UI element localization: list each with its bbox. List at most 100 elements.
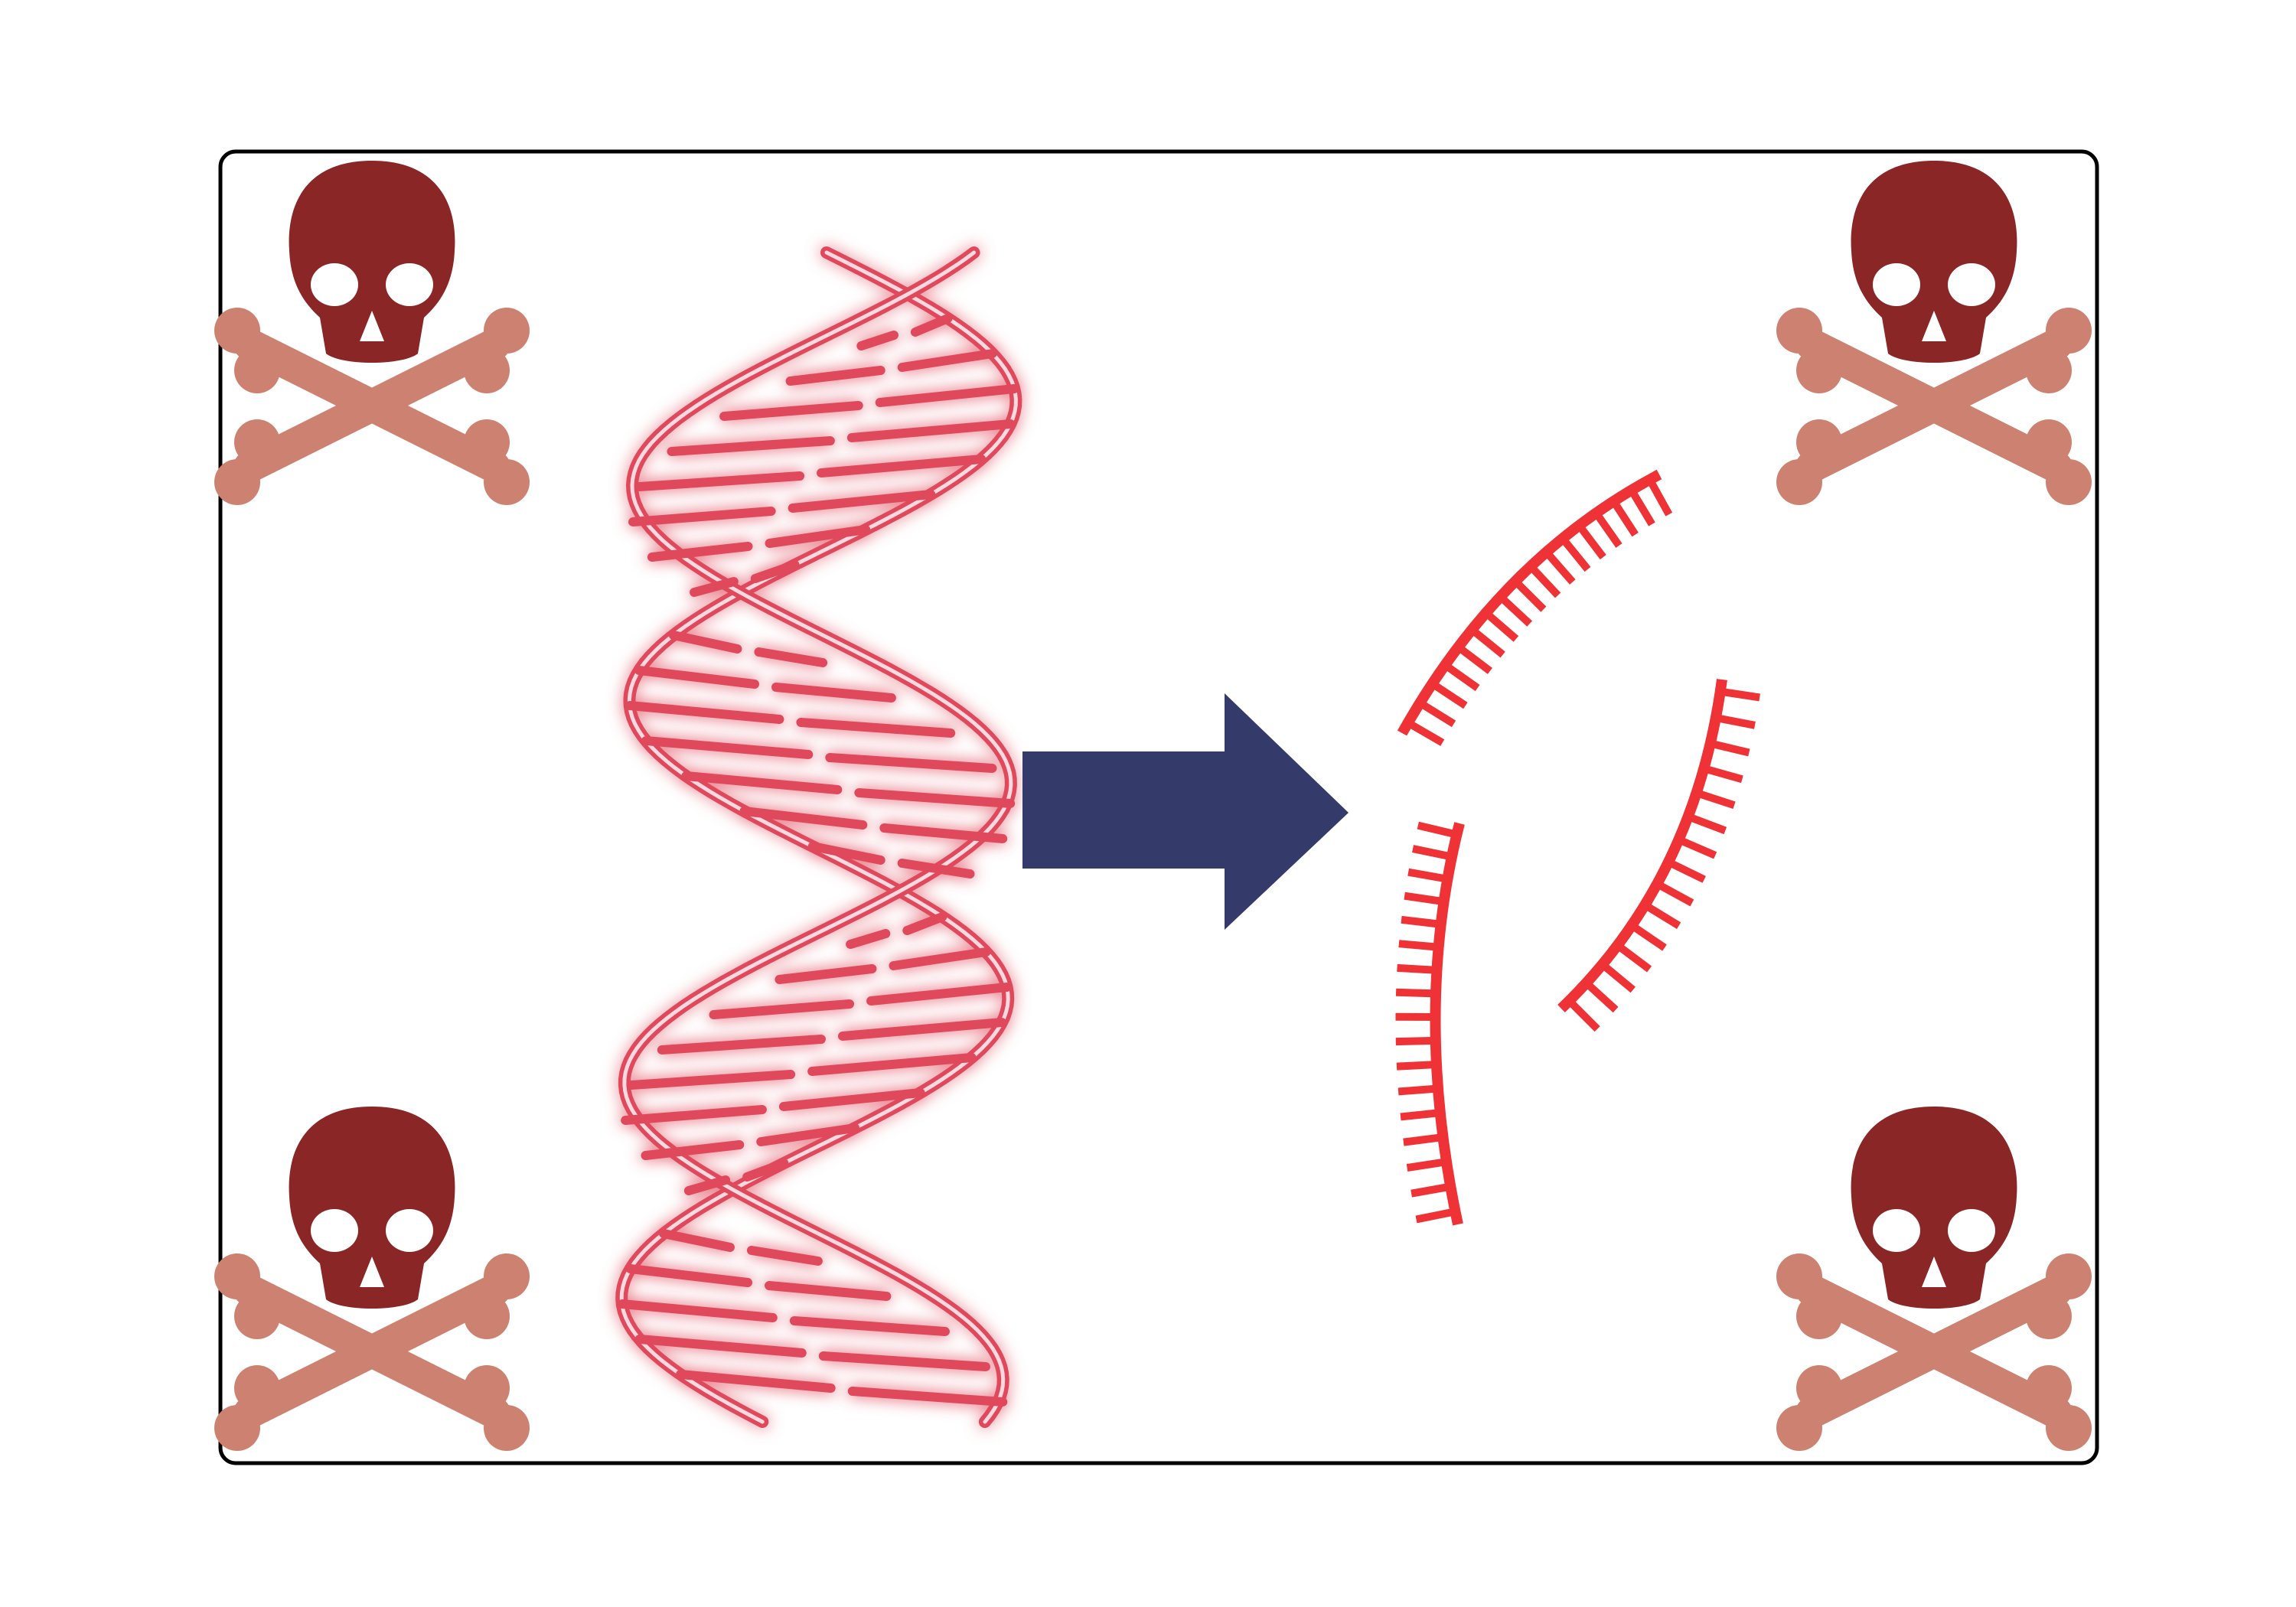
fragment-base — [1417, 821, 1458, 839]
fragment-base — [1400, 1109, 1441, 1121]
helix-base-pair — [788, 490, 936, 513]
fragment-base — [1600, 961, 1636, 993]
fragment-base — [1642, 901, 1681, 929]
fragment-base — [1407, 868, 1449, 883]
helix-base-pair — [625, 1264, 753, 1287]
fragment-base — [1398, 940, 1440, 951]
fragment-base — [1397, 1084, 1439, 1096]
fragment-base — [1406, 719, 1445, 746]
helix-base-pair — [626, 1070, 796, 1090]
helix-base-pair — [817, 455, 987, 478]
helix-base-pair — [796, 718, 956, 738]
helix-base-pair — [765, 525, 871, 548]
fragment-base — [1646, 478, 1673, 517]
fragment-base — [1396, 1061, 1437, 1071]
fragment-base — [1655, 880, 1694, 907]
helix-base-pair — [807, 1053, 977, 1076]
fragment-base — [1498, 594, 1533, 627]
helix-base-pair — [825, 753, 997, 773]
helix-base-pair — [897, 859, 975, 878]
helix-base-pair — [625, 701, 784, 724]
fragment-base — [1583, 980, 1619, 1013]
strand-fragment-icon — [1395, 821, 1465, 1226]
helix-base-pair — [854, 788, 1016, 808]
helix-base-pair — [785, 366, 885, 386]
fragment-base — [1576, 523, 1606, 560]
helix-base-pair — [739, 807, 868, 830]
helix-base-pair — [875, 384, 1019, 407]
helix-base-pair — [659, 1229, 735, 1252]
helix-base-pair — [641, 736, 814, 759]
fragment-base — [1628, 487, 1655, 526]
fragment-base — [1404, 892, 1445, 906]
fragment-base — [1411, 1182, 1452, 1198]
helix-base-pair — [807, 842, 885, 865]
helix-base-pair — [719, 401, 863, 421]
helix-base-pair — [846, 929, 891, 949]
fragment-base — [1709, 739, 1750, 757]
helix-base-pair — [746, 1246, 823, 1266]
fragment-base — [1695, 789, 1736, 810]
helix-base-pair — [837, 1018, 1007, 1041]
helix-base-pair — [902, 912, 947, 935]
helix-base-pair — [778, 1088, 925, 1111]
helix-base-pair — [621, 1105, 767, 1125]
helix-base-pair — [846, 419, 1016, 442]
fragment-base — [1512, 578, 1547, 612]
fragment-base — [1406, 1158, 1447, 1172]
helix-base-pair — [818, 1351, 990, 1371]
helix-base-pair — [634, 666, 759, 689]
fragment-base — [1456, 644, 1492, 674]
helix-base-pair — [667, 436, 835, 456]
helix-base-pair — [856, 331, 899, 350]
helix-base-pair — [634, 1335, 807, 1358]
fragment-base — [1714, 714, 1756, 729]
fragment-base — [1610, 499, 1639, 537]
helix-base-pair — [889, 947, 991, 970]
helix-base-pair — [847, 1387, 1008, 1407]
strand-fragment-icon — [1557, 679, 1760, 1032]
fragment-base — [1483, 610, 1519, 642]
fragment-base — [1417, 699, 1456, 728]
fragment-base — [1543, 549, 1576, 585]
fragment-base — [1397, 963, 1437, 974]
helix-base-pair — [771, 683, 896, 702]
helix-base-pair — [866, 983, 1012, 1006]
fragment-base — [1629, 922, 1667, 951]
fragment-base — [1403, 1133, 1444, 1146]
helix-base-pair — [879, 823, 1008, 843]
fragment-base — [1412, 845, 1453, 861]
strand-fragments — [1395, 469, 1760, 1226]
fragment-base — [1443, 661, 1480, 692]
fragment-backbone — [1557, 679, 1727, 1013]
fragment-base — [1395, 988, 1437, 998]
fragment-base — [1593, 510, 1623, 548]
fragment-base — [1686, 813, 1727, 835]
fragment-base — [1401, 915, 1442, 928]
helix-base-pair — [897, 349, 997, 372]
fragment-base — [1666, 859, 1706, 883]
fragment-base — [1415, 1208, 1456, 1224]
helix-base-pair — [756, 1123, 860, 1146]
helix-base-pair — [647, 542, 753, 562]
fragment-base — [1566, 998, 1600, 1032]
helix-base-pair — [634, 471, 805, 491]
fragment-base — [1430, 680, 1468, 709]
right-arrow-icon — [1022, 693, 1349, 930]
helix-backbone-highlight — [619, 250, 1018, 1424]
helix-base-pair — [657, 1035, 826, 1054]
helix-base-pair — [789, 1316, 950, 1336]
helix-base-pair — [742, 1159, 789, 1182]
helix-base-pair — [690, 577, 739, 597]
fragment-base — [1702, 764, 1743, 784]
fragment-base — [1615, 942, 1652, 973]
helix-base-pair — [617, 1299, 778, 1322]
helix-base-pair — [641, 1140, 745, 1160]
helix-base-pair — [765, 1281, 892, 1301]
helix-base-pair — [775, 964, 877, 984]
helix-base-pair — [754, 647, 828, 667]
helix-base-pair — [750, 560, 800, 583]
helix-base-pair — [683, 1175, 731, 1195]
fragment-base — [1469, 626, 1505, 658]
